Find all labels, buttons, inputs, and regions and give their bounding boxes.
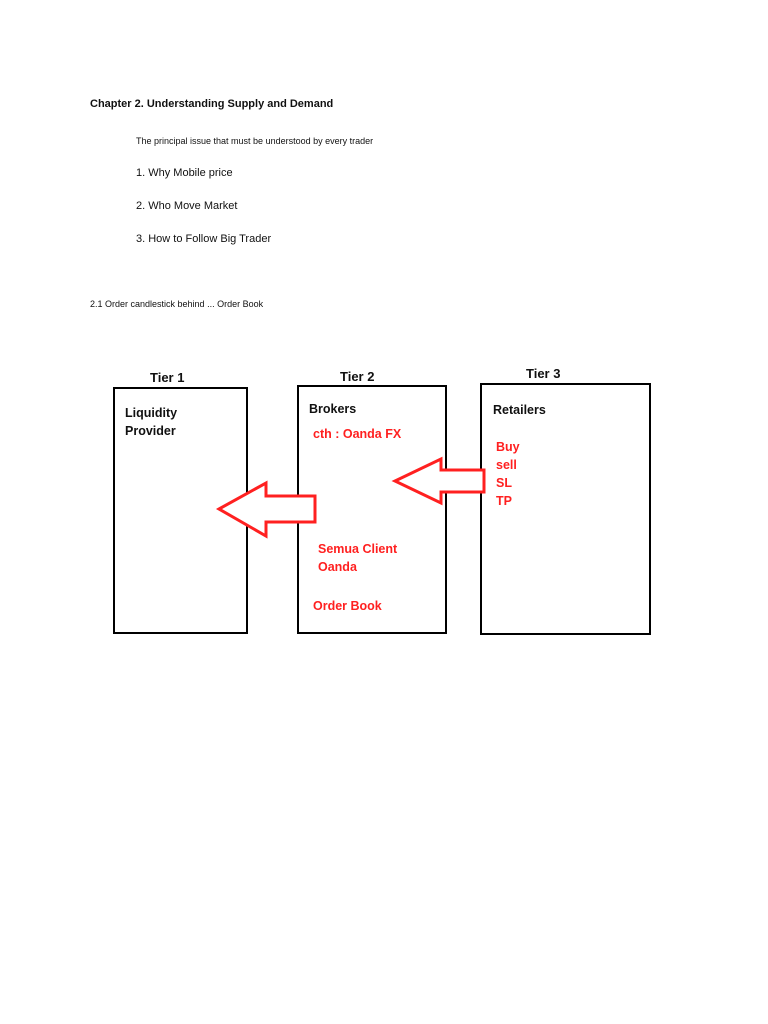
list-item-3: 3. How to Follow Big Trader (136, 233, 272, 245)
tier-2-box: Brokers cth : Oanda FX Semua Client Oand… (297, 385, 447, 634)
tier-1-title: Liquidity Provider (125, 404, 177, 440)
chapter-title: Chapter 2. Understanding Supply and Dema… (90, 98, 334, 110)
section-title: 2.1 Order candlestick behind ... Order B… (90, 299, 264, 309)
tier-1-title-line-1: Liquidity (125, 406, 178, 420)
arrow-tier3-to-tier2 (391, 456, 486, 506)
arrow-tier2-to-tier1 (215, 480, 317, 539)
tier-2-client-line-2: Oanda (318, 560, 357, 574)
list-item-2: 2. Who Move Market (136, 200, 238, 212)
tier-2-client-group: Semua Client Oanda (318, 540, 397, 576)
tier-2-label: Tier 2 (340, 369, 375, 384)
tier-2-order-book: Order Book (313, 599, 382, 613)
tier-3-line-sl: SL (496, 476, 512, 490)
tier-2-example-note: cth : Oanda FX (313, 427, 402, 441)
tier-3-order-types: Buy sell SL TP (496, 438, 520, 510)
tier-2-title: Brokers (309, 402, 357, 416)
tier-3-label: Tier 3 (526, 366, 561, 381)
tier-2-client-line-1: Semua Client (318, 542, 398, 556)
tier-1-label: Tier 1 (150, 370, 185, 385)
tier-3-title: Retailers (493, 403, 546, 417)
tier-3-line-tp: TP (496, 494, 512, 508)
tier-1-title-line-2: Provider (125, 424, 176, 438)
intro-text: The principal issue that must be underst… (136, 136, 374, 146)
tier-3-box: Retailers Buy sell SL TP (480, 383, 651, 635)
list-item-1: 1. Why Mobile price (136, 167, 233, 179)
tier-3-line-buy: Buy (496, 440, 520, 454)
tier-3-line-sell: sell (496, 458, 517, 472)
